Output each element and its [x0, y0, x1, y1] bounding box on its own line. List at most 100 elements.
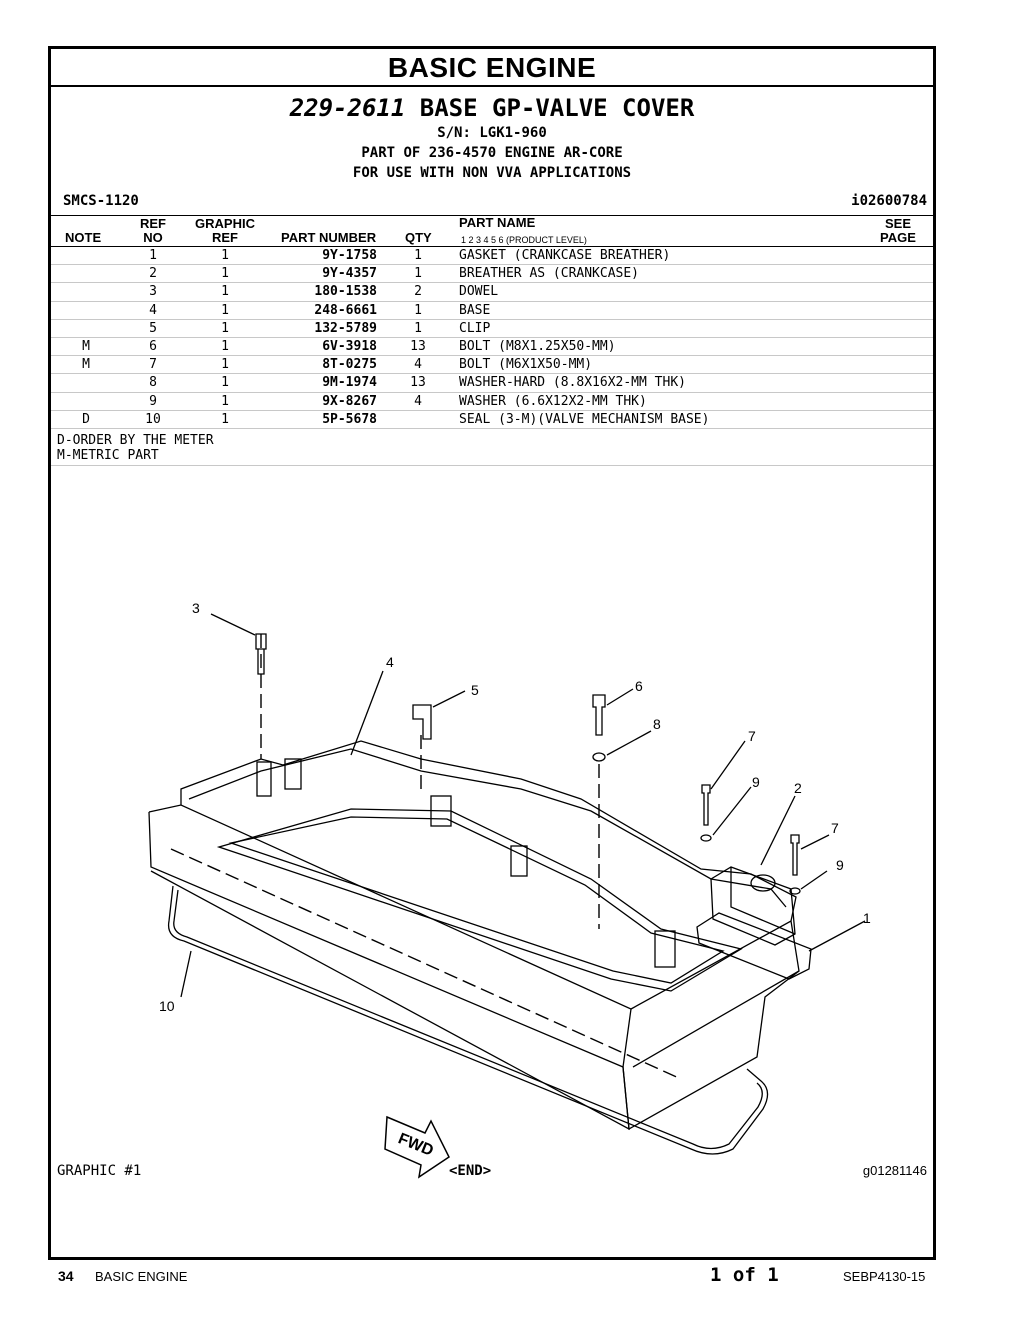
ref-no-cell: 1 — [149, 248, 157, 263]
part-name-cell: GASKET (CRANKCASE BREATHER) — [459, 248, 671, 263]
group-part-title: BASE GP-VALVE COVER — [419, 94, 695, 122]
graphic-ref-cell: 1 — [221, 357, 229, 373]
table-row: 5 1 132-5789 1 CLIP — [51, 320, 933, 338]
note-cell: D — [82, 411, 90, 427]
graphic-footer: GRAPHIC #1 <END> g01281146 — [51, 1163, 933, 1183]
callout-10: 10 — [159, 998, 175, 1014]
col-product-levels: 1 2 3 4 5 6 (PRODUCT LEVEL) — [461, 235, 587, 245]
part-name-cell: WASHER (6.6X12X2-MM THK) — [459, 393, 647, 409]
callout-3: 3 — [192, 600, 200, 616]
callout-9: 9 — [752, 774, 760, 790]
clip-part — [412, 704, 432, 740]
note-cell: M — [82, 357, 90, 373]
section-title: BASIC ENGINE — [51, 49, 933, 87]
graphic-ref-cell: 1 — [221, 338, 229, 354]
note-line: D-ORDER BY THE METER — [57, 432, 214, 448]
part-header: 229-2611 BASE GP-VALVE COVER — [51, 93, 933, 123]
callout-4: 4 — [386, 654, 394, 670]
graphic-caption: GRAPHIC #1 — [57, 1163, 142, 1179]
qty-cell: 4 — [414, 393, 422, 409]
part-number-cell: 9Y-4357 — [322, 266, 377, 282]
part-name-cell: WASHER-HARD (8.8X16X2-MM THK) — [459, 375, 686, 391]
qty-cell: 1 — [414, 320, 422, 336]
page-frame: BASIC ENGINE 229-2611 BASE GP-VALVE COVE… — [48, 46, 936, 1260]
ref-no-cell: 10 — [145, 411, 161, 427]
washer-9b — [789, 887, 801, 895]
smcs-row: SMCS-1120 i02600784 — [51, 189, 933, 216]
end-marker: <END> — [449, 1163, 492, 1179]
col-see-top: SEE — [885, 216, 912, 231]
graphic-ref-cell: 1 — [221, 248, 229, 263]
serial-number: S/N: LGK1-960 — [437, 125, 547, 141]
ref-no-cell: 9 — [149, 393, 157, 409]
col-note: NOTE — [65, 230, 102, 245]
part-number-cell: 5P-5678 — [322, 411, 377, 427]
col-see-bottom: PAGE — [880, 230, 916, 245]
bolt-7a — [701, 784, 711, 826]
qty-cell: 1 — [414, 302, 422, 318]
col-part-number: PART NUMBER — [281, 230, 377, 245]
part-number-cell: 180-1538 — [314, 284, 377, 300]
table-row: 9 1 9X-8267 4 WASHER (6.6X12X2-MM THK) — [51, 393, 933, 411]
ref-no-cell: 7 — [149, 357, 157, 373]
part-name-cell: BASE — [459, 302, 491, 318]
callout-6: 6 — [635, 678, 643, 694]
part-name-cell: SEAL (3-M)(VALVE MECHANISM BASE) — [459, 411, 710, 427]
document-id: i02600784 — [851, 193, 927, 209]
graphic-ref-cell: 1 — [221, 266, 229, 282]
base-inner — [216, 808, 743, 992]
qty-cell: 2 — [414, 284, 422, 300]
part-name-cell: BOLT (M6X1X50-MM) — [459, 357, 593, 373]
part-number-cell: 9Y-1758 — [322, 248, 377, 263]
ref-no-cell: 8 — [149, 375, 157, 391]
callout-7b: 7 — [831, 820, 839, 836]
fwd-label: FWD — [396, 1130, 436, 1159]
col-part-name: PART NAME — [459, 215, 536, 230]
ref-no-cell: 6 — [149, 338, 157, 354]
column-headers: NOTE REF NO GRAPHIC REF PART NUMBER QTY … — [51, 216, 933, 247]
col-ref-top: REF — [140, 216, 166, 231]
note-cell: M — [82, 338, 90, 354]
part-number-cell: 8T-0275 — [322, 357, 377, 373]
part-name-cell: CLIP — [459, 320, 491, 336]
ref-no-cell: 5 — [149, 320, 157, 336]
seal-ring — [167, 885, 769, 1155]
part-number-cell: 132-5789 — [314, 320, 377, 336]
part-name-cell: DOWEL — [459, 284, 499, 300]
notes: D-ORDER BY THE METER M-METRIC PART — [51, 429, 933, 466]
callout-7: 7 — [748, 728, 756, 744]
gasket-part — [696, 912, 812, 980]
table-row: M 7 1 8T-0275 4 BOLT (M6X1X50-MM) — [51, 356, 933, 375]
footer-section: BASIC ENGINE — [95, 1269, 188, 1284]
seal-ring-inner — [173, 889, 763, 1150]
col-graphic-top: GRAPHIC — [195, 216, 255, 231]
ref-no-cell: 2 — [149, 266, 157, 282]
group-part-number: 229-2611 — [289, 94, 406, 122]
graphic-ref-cell: 1 — [221, 375, 229, 391]
qty-cell: 4 — [414, 357, 422, 373]
bolt-line — [170, 848, 682, 1080]
table-row: 8 1 9M-1974 13 WASHER-HARD (8.8X16X2-MM THK) — [51, 374, 933, 393]
part-number-cell: 9M-1974 — [322, 375, 377, 391]
callout-8: 8 — [653, 716, 661, 732]
washer-9a — [700, 834, 712, 842]
washer-8 — [592, 752, 606, 762]
qty-cell: 13 — [410, 338, 426, 354]
callout-5: 5 — [471, 682, 479, 698]
col-qty: QTY — [405, 230, 432, 245]
col-graphic-bottom: REF — [212, 230, 238, 245]
base-outer-front — [148, 811, 630, 1131]
exploded-view-graphic: FWD 3 4 5 6 8 7 9 2 7 9 — [148, 600, 871, 1179]
qty-cell: 13 — [410, 375, 426, 391]
qty-cell: 1 — [414, 266, 422, 282]
graphic-ref-cell: 1 — [221, 393, 229, 409]
callout-9b: 9 — [836, 857, 844, 873]
part-of-line: PART OF 236-4570 ENGINE AR-CORE — [361, 145, 623, 161]
graphic-ref-cell: 1 — [221, 320, 229, 336]
part-number-cell: 6V-3918 — [322, 338, 377, 354]
part-number-cell: 9X-8267 — [322, 393, 377, 409]
